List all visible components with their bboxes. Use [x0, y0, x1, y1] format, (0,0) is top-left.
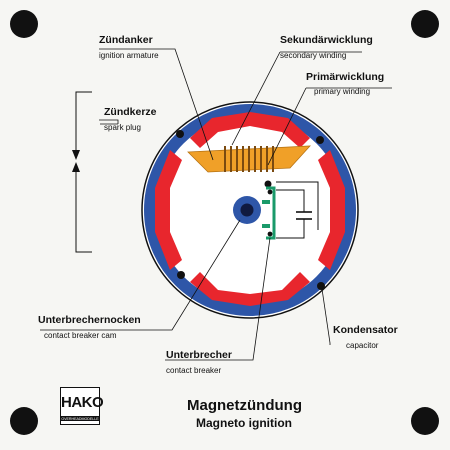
- mounting-hole-bottom-left: [10, 407, 38, 435]
- spark-plug-symbol: [75, 91, 92, 253]
- logo-subtitle: OVERHEADMODELLE: [61, 416, 99, 421]
- title-english: Magneto ignition: [196, 416, 292, 430]
- mounting-hole-top-right: [411, 10, 439, 38]
- spark-gap-upper: [72, 150, 80, 160]
- spark-gap-lower: [72, 162, 80, 172]
- coil-windings: [224, 146, 274, 172]
- label-capacitor-en: capacitor: [346, 341, 379, 350]
- label-cam-en: contact breaker cam: [44, 331, 117, 340]
- title-german: Magnetzündung: [187, 397, 302, 414]
- rotor-inner: [240, 203, 254, 217]
- label-spark-plug-de: Zündkerze: [104, 106, 157, 118]
- magnet-poles: [155, 112, 345, 306]
- screw-top-right: [316, 136, 324, 144]
- label-secondary-de: Sekundärwicklung: [280, 34, 373, 46]
- label-armature-en: ignition armature: [99, 51, 159, 60]
- label-breaker-en: contact breaker: [166, 366, 222, 375]
- label-armature-de: Zündanker: [99, 34, 153, 46]
- leader-lines: [40, 48, 392, 361]
- screw-bottom-left: [177, 271, 185, 279]
- magnet-pole-left: [155, 150, 182, 270]
- magnet-pole-right: [318, 150, 345, 270]
- magnet-pole-bottom: [190, 272, 310, 306]
- magnet-pole-top: [190, 112, 310, 148]
- label-spark-plug-en: spark plug: [104, 123, 141, 132]
- label-primary-en: primary winding: [314, 87, 371, 96]
- label-secondary-en: secondary winding: [280, 51, 347, 60]
- capacitor: [296, 211, 312, 220]
- logo-brand: HAKO: [61, 394, 104, 411]
- screw-bottom-right: [317, 282, 325, 290]
- label-capacitor-de: Kondensator: [333, 324, 398, 336]
- mounting-hole-top-left: [10, 10, 38, 38]
- wiring: [276, 181, 319, 239]
- label-breaker-de: Unterbrecher: [166, 349, 232, 361]
- label-primary-de: Primärwicklung: [306, 71, 385, 83]
- mounting-hole-bottom-right: [411, 407, 439, 435]
- hako-logo: HAKO OVERHEADMODELLE: [60, 387, 104, 425]
- armature-pin: [264, 180, 272, 188]
- label-cam-de: Unterbrechernocken: [38, 314, 141, 326]
- screw-top-left: [176, 130, 184, 138]
